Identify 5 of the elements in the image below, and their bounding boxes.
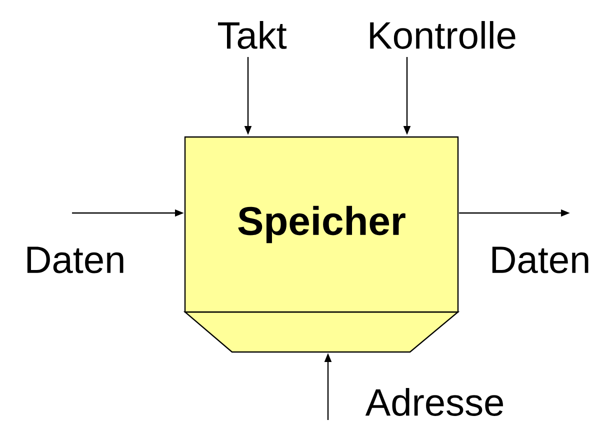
signal-label: Adresse — [365, 388, 503, 416]
signal-label: Kontrolle — [370, 21, 516, 49]
signal-label: Daten — [492, 246, 588, 274]
signal-label: Daten — [27, 246, 124, 274]
signal-label: Takt — [218, 21, 287, 49]
